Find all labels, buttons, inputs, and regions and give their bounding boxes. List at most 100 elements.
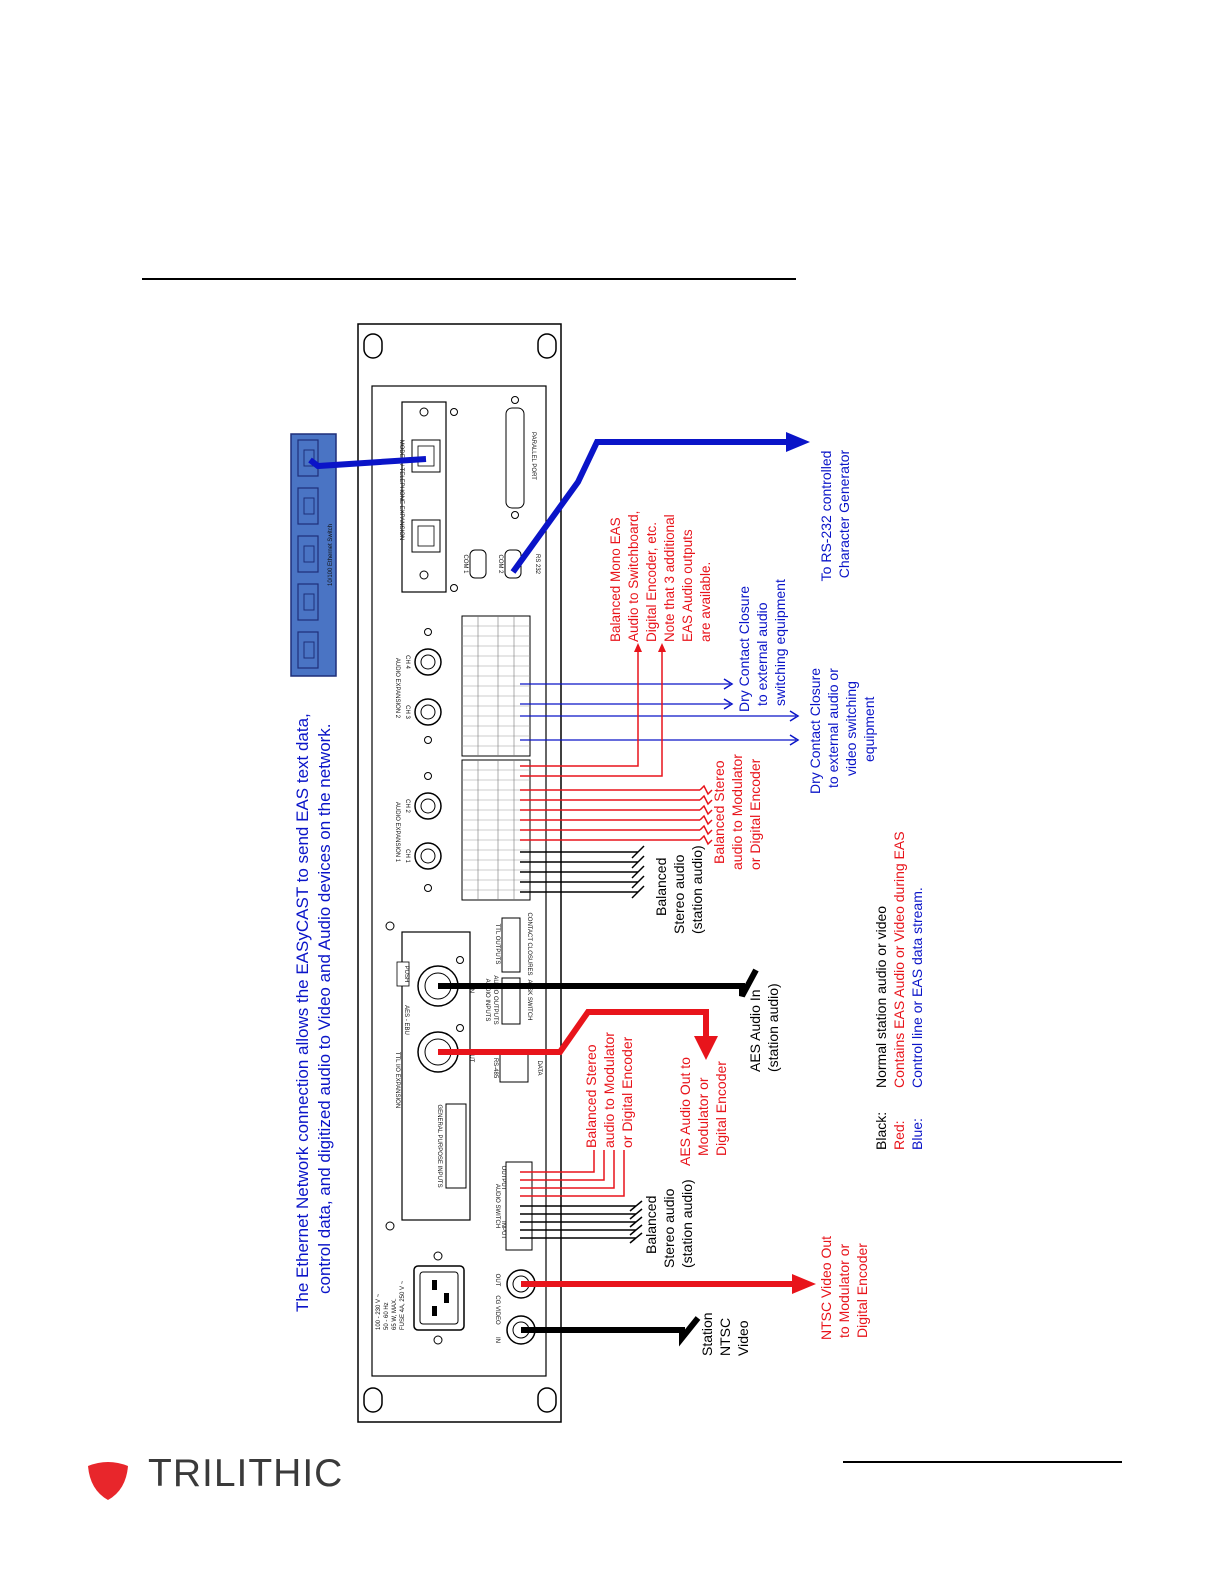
legend-red-value: Contains EAS Audio or Video during EAS (891, 831, 907, 1088)
wire-break-mark (699, 804, 713, 816)
aes-in-label: AES Audio In (station audio) (747, 983, 781, 1072)
rs232-cg-line-1: To RS-232 controlled (818, 451, 834, 582)
mono-eas-label: Balanced Mono EAS Audio to Switchboard, … (608, 507, 713, 642)
ethernet-caption-line-2: control data, and digitized audio to Vid… (315, 723, 334, 1294)
arrow-ntsc-out (792, 1274, 816, 1294)
dry1-line-2: to external audio (754, 602, 770, 706)
wire-break-mark (631, 855, 645, 869)
mount-hole (537, 333, 557, 359)
bal-mod2-line-3: or Digital Encoder (619, 1036, 635, 1148)
bal-mod1-line-1: Balanced Stereo (711, 760, 727, 864)
bnc-ch4 (414, 648, 442, 676)
xlr-in-label: IN (468, 987, 474, 993)
wire-aes-in (438, 968, 759, 998)
bal-mod2-line-1: Balanced Stereo (583, 1044, 599, 1148)
audio-switch-input-label: INPUT (500, 1221, 506, 1239)
ethernet-caption-line-1: The Ethernet Network connection allows t… (293, 713, 312, 1312)
audio-switch-output-label: OUTPUT (500, 1166, 506, 1191)
rj11-jack (411, 439, 441, 473)
trilithic-logo-text: TRILITHIC (148, 1452, 344, 1495)
aes-out-line-2: Modulator or (695, 1077, 711, 1156)
dry-contact-2-label: Dry Contact Closure to external audio or… (807, 664, 877, 794)
arrow-aes-out (694, 1036, 718, 1060)
audio-outputs-label: AUDIO OUTPUTS (492, 975, 498, 1024)
bal-st2-line-2: Stereo audio (661, 1188, 677, 1268)
wire-audio-switch-red (520, 1150, 595, 1173)
aes-in-line-2: (station audio) (765, 983, 781, 1072)
legend-blue-value: Control line or EAS data stream. (909, 887, 925, 1088)
ttl-io-label: TTL I/O EXPANSION (394, 1052, 400, 1108)
ch1-label: CH 1 (404, 849, 410, 863)
ethernet-port-latch (303, 449, 315, 467)
ttl-io-card: TTL I/O EXPANSION PUSH AES - EBU IN OUT … (385, 912, 542, 1231)
bal-mod2-line-2: audio to Modulator (601, 1032, 617, 1148)
ch2-label: CH 2 (404, 799, 410, 813)
wire-mono-eas-1 (520, 648, 639, 767)
dry1-line-1: Dry Contact Closure (736, 586, 752, 712)
arrow-dry-contact (789, 710, 800, 722)
power-line-4: FUSE 4A, 250 V ~ (400, 1280, 406, 1330)
station-video-label: Station NTSC Video (699, 1309, 751, 1356)
gpi-terminal (445, 1103, 467, 1189)
power-line-3: 65 W, MAX. (392, 1298, 398, 1330)
bal-stereo-mod-1-label: Balanced Stereo audio to Modulator or Di… (711, 750, 763, 870)
ethernet-port-latch (303, 497, 315, 515)
wire-break-mark (699, 784, 713, 796)
rs232-cg-label: To RS-232 controlled Character Generator (818, 447, 852, 582)
mono-eas-line-4: Note that 3 additional (662, 514, 677, 642)
arrow-dry-contact (789, 734, 800, 746)
bal-stereo-station-2-label: Balanced Stereo audio (station audio) (643, 1179, 695, 1268)
ethernet-switch: 10/100 Ethernet Switch (290, 433, 337, 677)
wire-station-video (521, 1316, 701, 1347)
color-legend: Black: Normal station audio or video Red… (873, 831, 925, 1150)
wire-break-mark (631, 845, 645, 859)
rs485-jack (499, 1053, 529, 1083)
aes-out-line-1: AES Audio Out to (677, 1057, 693, 1166)
bal-mod1-line-2: audio to Modulator (729, 754, 745, 870)
ntsc-out-label: NTSC Video Out to Modulator or Digital E… (818, 1232, 870, 1340)
bal-st2-line-3: (station audio) (679, 1179, 695, 1268)
legend-black-key: Black: (873, 1112, 889, 1150)
bal-st1-line-2: Stereo audio (671, 854, 687, 934)
switch-label: 10/100 Ethernet Switch (328, 524, 334, 586)
bal-st1-line-1: Balanced (653, 858, 669, 916)
wire-rs232 (510, 439, 790, 574)
mono-eas-line-5: EAS Audio outputs (680, 529, 695, 642)
arrow-rs232 (786, 432, 810, 452)
dry-contact-1-label: Dry Contact Closure to external audio sw… (736, 579, 788, 712)
cg-in-label: IN (494, 1337, 500, 1343)
wires (308, 432, 816, 1347)
com2-label: COM 2 (497, 554, 503, 574)
wire-break-mark (699, 824, 713, 836)
audio-expansion-1: AUDIO EXPANSION 1 CH 1 CH 2 (394, 772, 442, 892)
parallel-port: PARALLEL PORT (505, 396, 536, 519)
dry2-line-2: to external audio or (825, 668, 841, 788)
aes-in-line-1: AES Audio In (747, 989, 763, 1072)
power-line-2: 50 - 60 Hz (384, 1302, 390, 1330)
wire-mono-eas-2 (520, 648, 663, 777)
cg-out-label: OUT (494, 1274, 500, 1287)
data-label: DATA (536, 1060, 542, 1075)
terminal-blocks (461, 615, 531, 901)
dry2-line-1: Dry Contact Closure (807, 668, 823, 794)
contact-closures-label: CONTACT CLOSURES (526, 912, 532, 975)
rack-chassis (357, 323, 562, 1423)
com1-label: COM 1 (462, 554, 468, 574)
ethernet-port (297, 583, 319, 621)
mount-hole (363, 1387, 383, 1413)
modem-label: MODEM / TELEPHONE EXPANSION (398, 440, 404, 540)
mono-eas-line-1: Balanced Mono EAS (608, 517, 623, 642)
wire-break-mark (699, 834, 713, 846)
audio-switch-block: AUDIO SWITCH INPUT OUTPUT (494, 1161, 533, 1251)
bal-stereo-mod-2-label: Balanced Stereo audio to Modulator or Di… (583, 1028, 635, 1148)
station-video-line-3: Video (735, 1320, 751, 1356)
legend-blue-key: Blue: (909, 1118, 925, 1150)
bnc-ch1 (414, 842, 442, 870)
bal-st2-line-1: Balanced (643, 1196, 659, 1254)
audio-expansion-2: AUDIO EXPANSION 2 CH 3 CH 4 (394, 628, 442, 744)
power-line-1: 100 - 230 V ~ (376, 1293, 382, 1330)
power-inlet: 100 - 230 V ~ 50 - 60 Hz 65 W, MAX. FUSE… (376, 1251, 465, 1345)
modem-card: MODEM / TELEPHONE EXPANSION (398, 401, 458, 593)
ch3-label: CH 3 (404, 705, 410, 719)
wire-aes-out (438, 1009, 709, 1055)
